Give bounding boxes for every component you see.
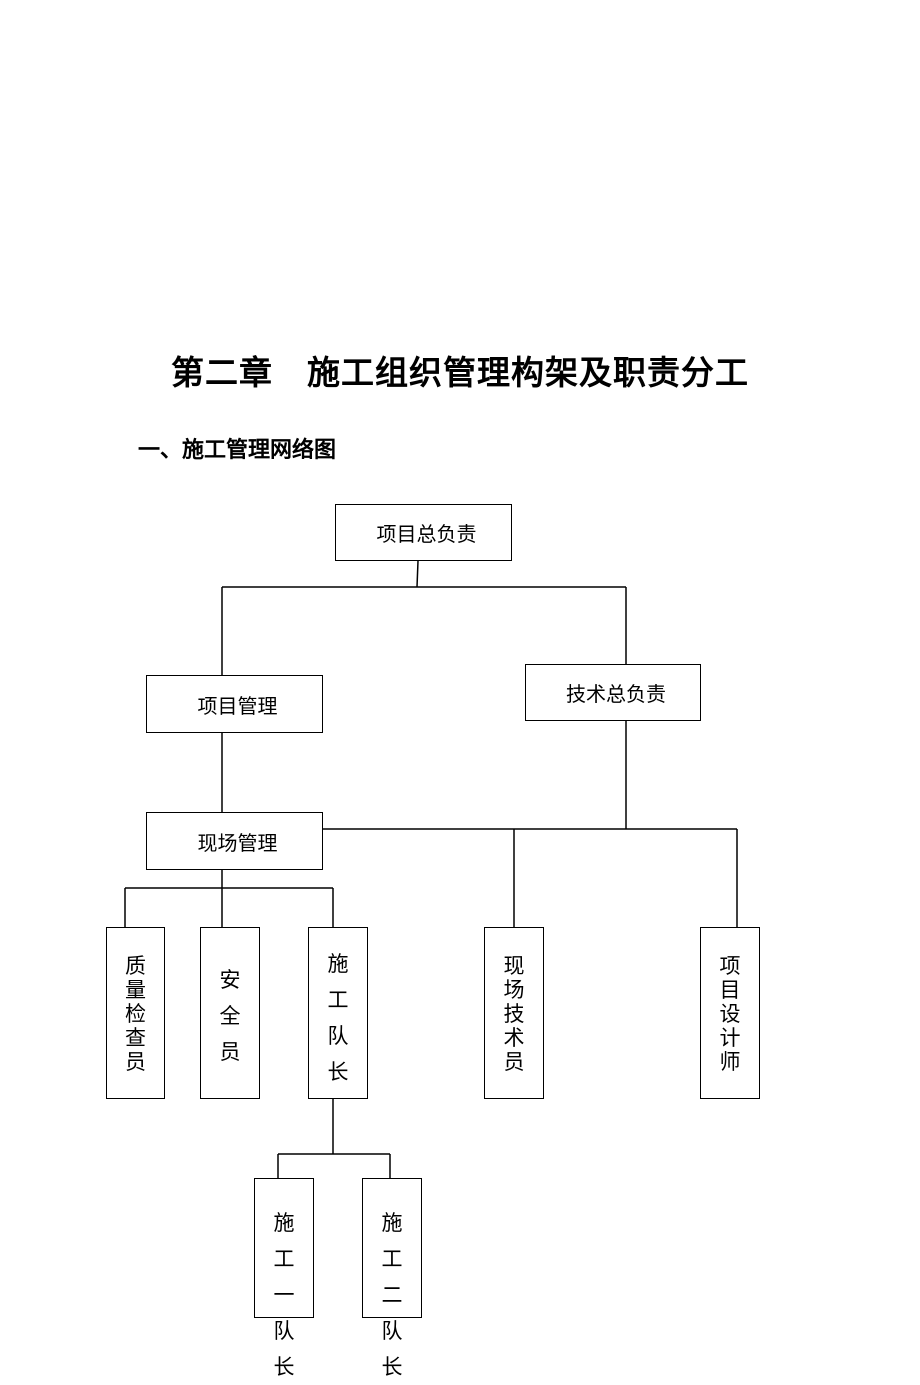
project-designer-box: 项目设计师	[700, 927, 760, 1099]
site-technician-box: 现场技术员	[484, 927, 544, 1099]
project-management-box: 项目管理	[146, 675, 323, 733]
team-two-label: 施工二队长	[381, 1211, 403, 1379]
technical-head-box: 技术总负责	[525, 664, 701, 721]
quality-inspector-label: 质量检查员	[125, 954, 146, 1074]
project-management-label: 项目管理	[197, 693, 278, 718]
construction-captain-box: 施工队长	[308, 927, 368, 1099]
technical-head-label: 技术总负责	[566, 682, 666, 706]
team-one-label: 施工一队长	[273, 1211, 295, 1379]
project-designer-label: 项目设计师	[719, 954, 741, 1074]
site-management-label: 现场管理	[197, 830, 278, 855]
safety-officer-label: 安全员	[219, 968, 241, 1064]
site-technician-label: 现场技术员	[503, 954, 525, 1074]
section-title: 一、施工管理网络图	[138, 437, 337, 463]
safety-officer-box: 安全员	[200, 927, 260, 1099]
project-head-label: 项目总负责	[376, 522, 477, 546]
quality-inspector-box: 质量检查员	[106, 927, 165, 1099]
team-two-box: 施工二队长	[362, 1178, 422, 1379]
team-one-box: 施工一队长	[254, 1178, 314, 1379]
org-chart: 项目总负责 项目管理 技术总负责 现场管理 质量检查员 安全员 施工队长 现场技…	[106, 504, 760, 1379]
chapter-title: 第二章 施工组织管理构架及职责分工	[171, 353, 749, 392]
site-management-box: 现场管理	[146, 812, 323, 870]
project-head-box: 项目总负责	[335, 504, 512, 561]
connector-lines	[124, 560, 738, 1178]
construction-captain-label: 施工队长	[327, 952, 349, 1084]
